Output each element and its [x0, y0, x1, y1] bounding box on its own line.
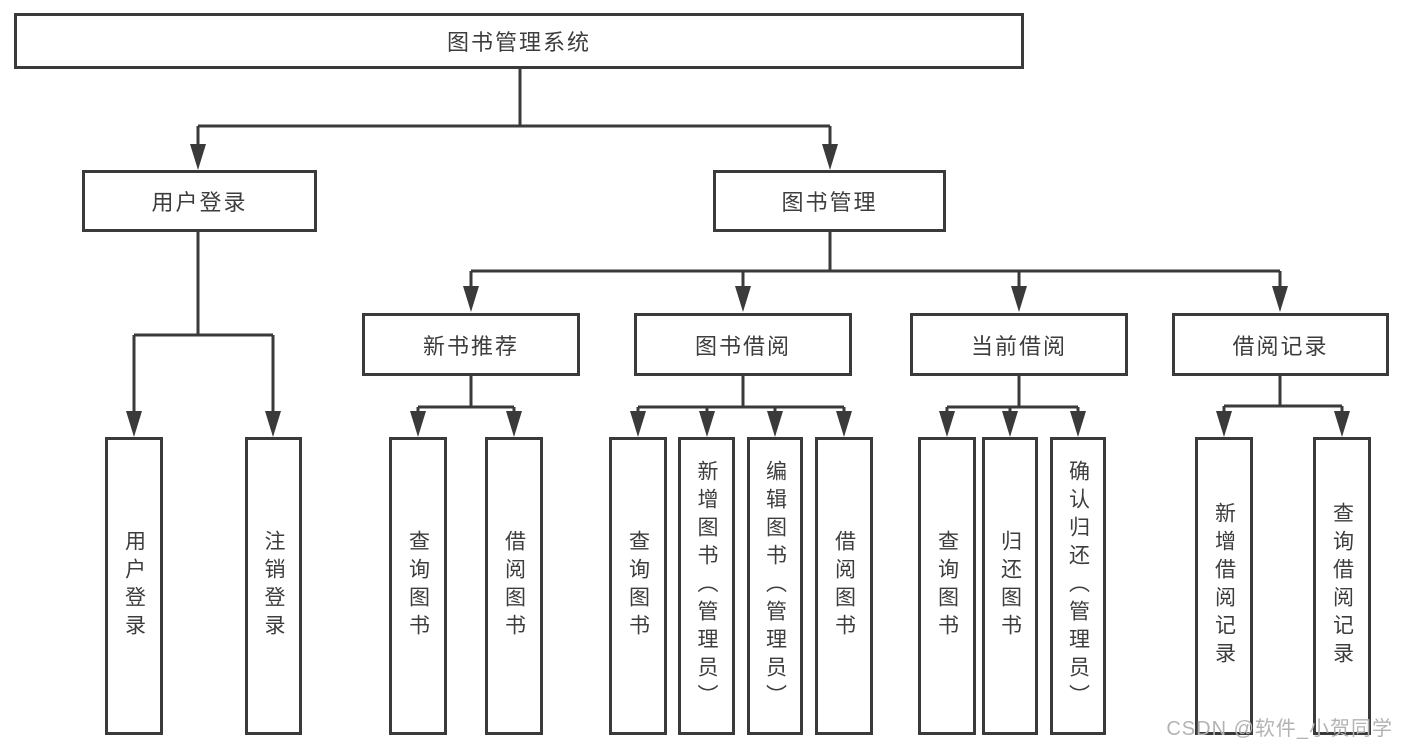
leaf-label: 借阅图书 [832, 530, 856, 642]
node-label: 借阅记录 [1232, 333, 1329, 359]
node-label: 图书管理系统 [446, 30, 591, 55]
leaf-label: 编辑图书（管理员） [763, 460, 787, 712]
node-book-borrowing: 图书借阅 [634, 313, 852, 376]
leaf-query-books-recommend: 查询图书 [389, 437, 447, 735]
node-label: 当前借阅 [970, 333, 1067, 359]
leaf-label: 新增图书（管理员） [695, 460, 718, 712]
node-label: 用户登录 [151, 190, 248, 215]
leaf-label: 查询图书 [626, 530, 650, 642]
leaf-label: 新增借阅记录 [1212, 502, 1236, 670]
leaf-user-login: 用户登录 [105, 437, 163, 735]
node-borrowing-records: 借阅记录 [1172, 313, 1389, 376]
leaf-label: 归还图书 [998, 530, 1022, 642]
csdn-watermark: CSDN @软件_小贺同学 [1166, 718, 1393, 740]
leaf-label: 查询借阅记录 [1330, 502, 1354, 670]
leaf-confirm-return-admin: 确认归还（管理员） [1050, 437, 1106, 735]
leaf-add-borrow-record: 新增借阅记录 [1195, 437, 1253, 735]
leaf-add-book-admin: 新增图书（管理员） [678, 437, 735, 735]
leaf-edit-book-admin: 编辑图书（管理员） [747, 437, 803, 735]
leaf-label: 借阅图书 [502, 530, 526, 642]
leaf-label: 确认归还（管理员） [1066, 460, 1090, 712]
leaf-borrow-books: 借阅图书 [815, 437, 873, 735]
node-book-management: 图书管理 [713, 170, 946, 232]
leaf-query-books-borrow: 查询图书 [609, 437, 667, 735]
node-library-management-system: 图书管理系统 [14, 13, 1024, 69]
leaf-label: 查询图书 [406, 530, 430, 642]
node-user-login: 用户登录 [82, 170, 317, 232]
node-label: 图书借阅 [694, 333, 791, 359]
node-current-borrowing: 当前借阅 [910, 313, 1128, 376]
leaf-return-books: 归还图书 [982, 437, 1038, 735]
leaf-query-borrow-record: 查询借阅记录 [1313, 437, 1371, 735]
leaf-logout: 注销登录 [245, 437, 302, 735]
leaf-label: 用户登录 [122, 530, 146, 642]
node-label: 图书管理 [781, 190, 878, 215]
leaf-query-books-current: 查询图书 [918, 437, 976, 735]
node-new-book-recommend: 新书推荐 [362, 313, 580, 376]
leaf-label: 注销登录 [262, 530, 285, 642]
leaf-borrow-books-recommend: 借阅图书 [485, 437, 543, 735]
node-label: 新书推荐 [422, 333, 519, 359]
leaf-label: 查询图书 [935, 530, 959, 642]
